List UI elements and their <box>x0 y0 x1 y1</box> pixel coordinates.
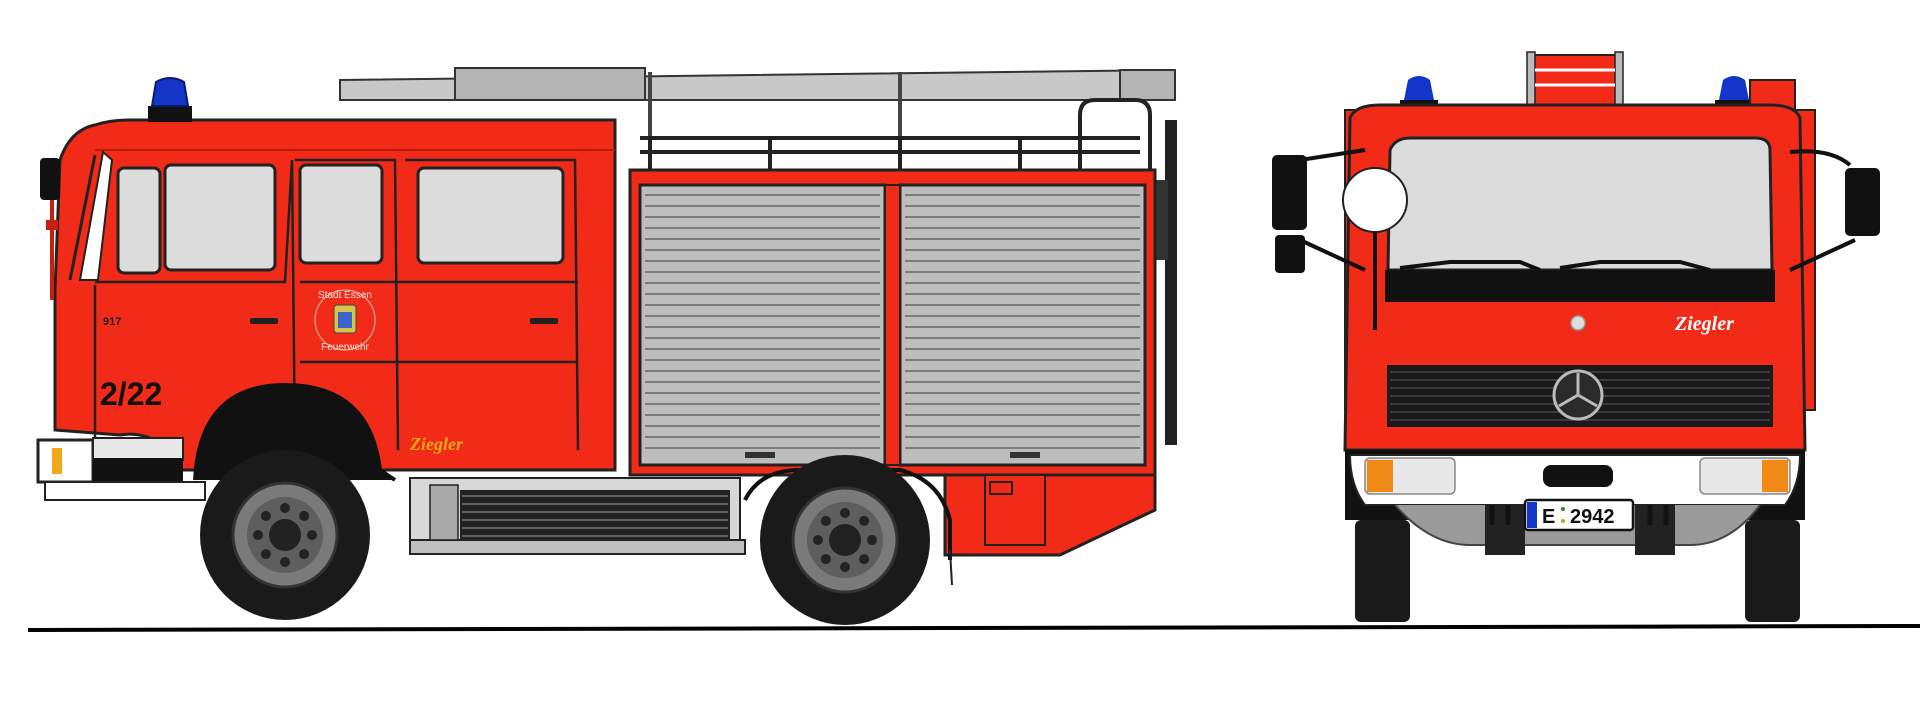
front-wheel-right <box>1745 520 1800 622</box>
mirror-right <box>1789 149 1880 272</box>
plate-prefix: E <box>1542 506 1555 528</box>
roller-shutter-right <box>898 183 1147 467</box>
front-wheel <box>200 450 370 620</box>
model-badge: 917 <box>103 316 121 328</box>
roof-ladder <box>339 67 1177 160</box>
cab-window-2 <box>298 163 384 265</box>
door-handle <box>250 318 558 324</box>
front-wheel-left <box>1355 520 1410 622</box>
mirror-left <box>1272 148 1366 273</box>
searchlight <box>1342 167 1408 330</box>
roof-ladder-front <box>1526 51 1624 108</box>
plate-number: 2942 <box>1570 506 1615 528</box>
unit-number: 2/22 <box>100 376 162 412</box>
crest-text-top: Stadt Essen <box>318 290 372 301</box>
roller-shutter-left <box>638 183 887 467</box>
builder-logo-side: Ziegler <box>409 434 464 454</box>
roof-railing <box>640 98 1152 170</box>
builder-logo-front: Ziegler <box>1674 313 1734 335</box>
side-view-truck: 917 2/22 Stadt Essen Feuerwehr Ziegler <box>36 67 1177 625</box>
front-grille <box>1387 315 1773 427</box>
cab-window-front <box>116 166 162 275</box>
crest-text-bottom: Feuerwehr <box>321 342 369 353</box>
front-bumper <box>1345 450 1805 555</box>
front-windscreen <box>1386 136 1774 272</box>
front-bumper-side <box>36 437 206 501</box>
front-view-truck: Ziegler E 29 <box>1272 51 1880 622</box>
chassis-step <box>409 477 746 555</box>
city-crest-emblem: Stadt Essen Feuerwehr <box>314 289 376 353</box>
side-mirror <box>40 158 60 300</box>
rear-ladder-rail <box>1165 120 1177 445</box>
blue-beacon-icon <box>148 77 192 122</box>
rear-wheel <box>760 455 930 625</box>
cab-window-1 <box>163 163 277 272</box>
ground-line <box>27 624 1920 632</box>
cab-window-3 <box>416 166 565 265</box>
license-plate: E 2942 <box>1523 498 1635 532</box>
